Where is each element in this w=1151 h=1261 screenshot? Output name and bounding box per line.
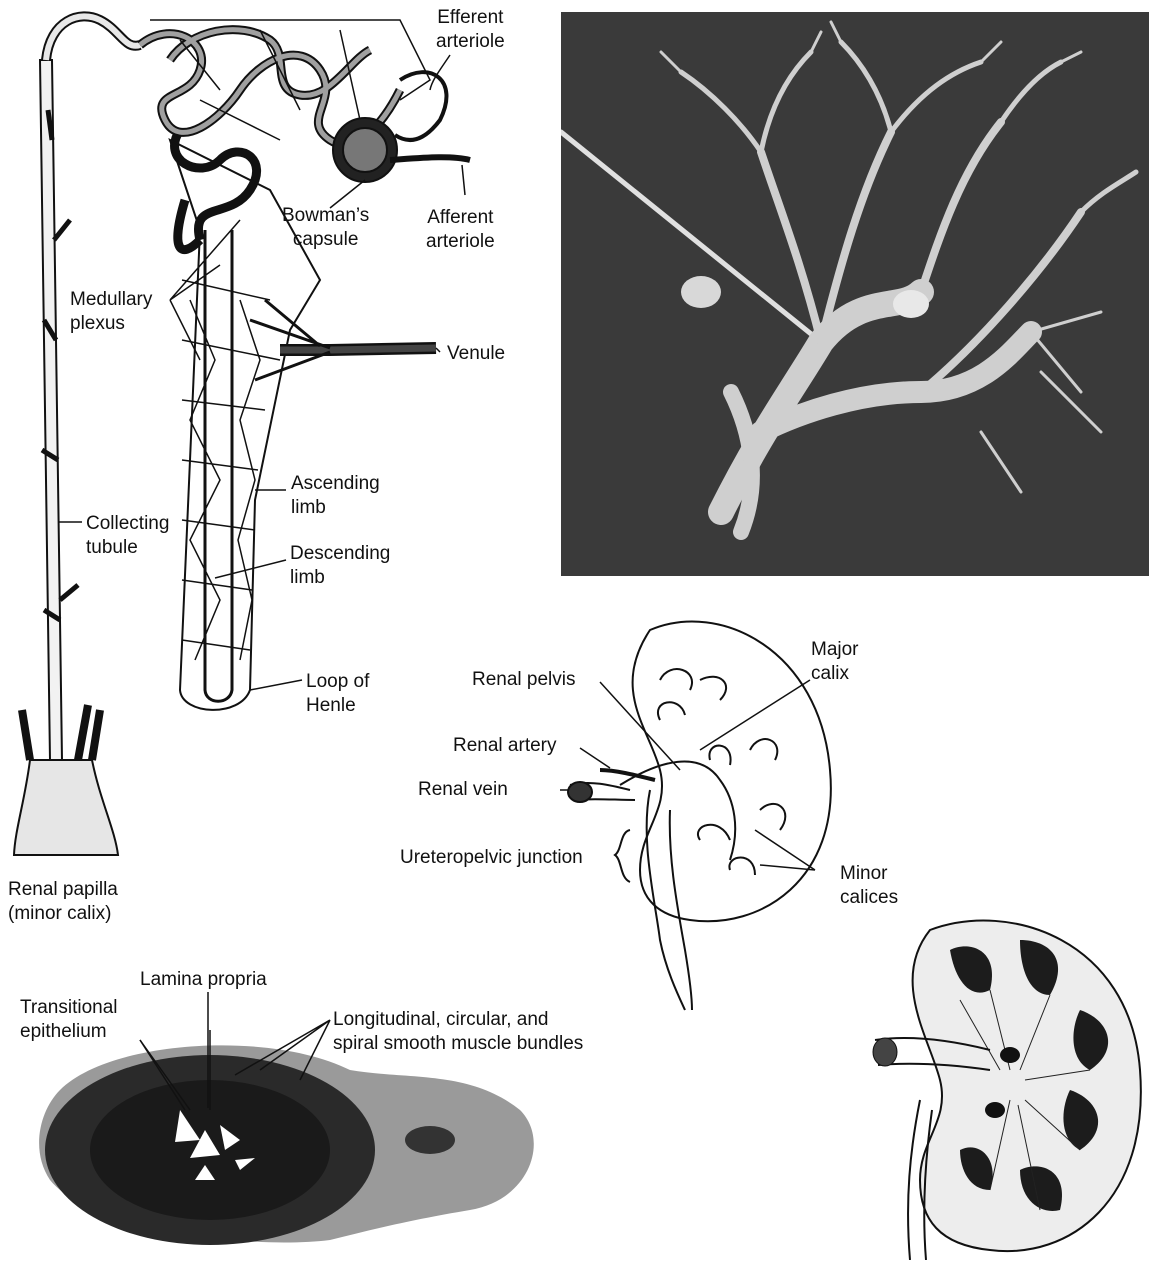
label-major-calix: Major calix [811, 638, 859, 686]
kidney-outline [633, 621, 831, 921]
afferent-arteriole-shape [390, 157, 470, 160]
label-efferent-arteriole: Efferent arteriole [436, 6, 505, 54]
label-renal-artery: Renal artery [453, 734, 557, 758]
label-ureteropelvic-junction: Ureteropelvic junction [400, 846, 583, 870]
vascular-cast-svg [561, 12, 1149, 576]
label-renal-papilla: Renal papilla (minor calix) [8, 878, 118, 926]
label-renal-vein: Renal vein [418, 778, 508, 802]
label-muscle-bundles: Longitudinal, circular, and spiral smoot… [333, 1008, 583, 1056]
label-afferent-arteriole: Afferent arteriole [426, 206, 495, 254]
ureter-cross-section [30, 1030, 550, 1250]
label-ascending-limb: Ascending limb [291, 472, 380, 520]
efferent-arteriole-shape [395, 72, 446, 140]
label-descending-limb: Descending limb [290, 542, 390, 590]
kidney-section-svg [870, 900, 1150, 1260]
label-renal-pelvis: Renal pelvis [472, 668, 576, 692]
label-venule: Venule [447, 342, 505, 366]
ureter-section-svg [30, 1030, 550, 1250]
label-transitional-epithelium: Transitional epithelium [20, 996, 118, 1044]
label-lamina-propria: Lamina propria [140, 968, 267, 992]
kidney-section-drawing [870, 900, 1150, 1260]
renal-papilla-shape [14, 760, 118, 855]
label-collecting-tubule: Collecting tubule [86, 512, 169, 560]
collecting-tubule-shape [40, 60, 62, 760]
label-loop-of-henle: Loop of Henle [306, 670, 369, 718]
label-bowmans-capsule: Bowman’s capsule [282, 204, 369, 252]
vascular-cast-photo [561, 12, 1149, 576]
label-medullary-plexus: Medullary plexus [70, 288, 152, 336]
ureteropelvic-bracket [615, 830, 630, 882]
